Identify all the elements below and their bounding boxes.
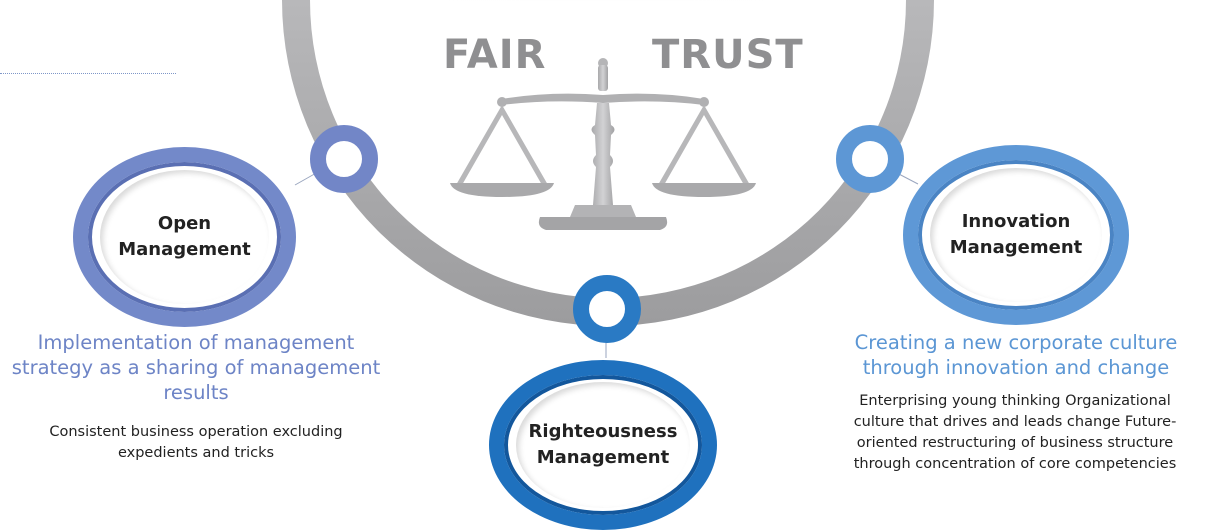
innovation-title-line2: Management <box>949 237 1083 258</box>
righteousness-connector-node <box>573 275 641 343</box>
innovation-connector-node <box>836 125 904 193</box>
decorative-dotted-line <box>0 73 176 74</box>
open-connector-node <box>310 125 378 193</box>
fair-label: FAIR <box>443 32 547 78</box>
innovation-description: Enterprising young thinking Organization… <box>853 393 1177 472</box>
innovation-heading: Creating a new corporate culture through… <box>854 331 1178 379</box>
open-heading: Implementation of management strategy as… <box>11 331 381 404</box>
open-title-line1: Open <box>157 213 212 234</box>
righteousness-title-line2: Management <box>536 447 670 468</box>
balance-scale-icon <box>450 58 756 230</box>
open-title-line2: Management <box>118 239 251 260</box>
innovation-title-line1: Innovation <box>961 211 1071 232</box>
open-description: Consistent business operation excluding … <box>49 424 343 461</box>
trust-label: TRUST <box>652 32 804 78</box>
righteousness-title-line1: Righteousness <box>528 421 678 442</box>
